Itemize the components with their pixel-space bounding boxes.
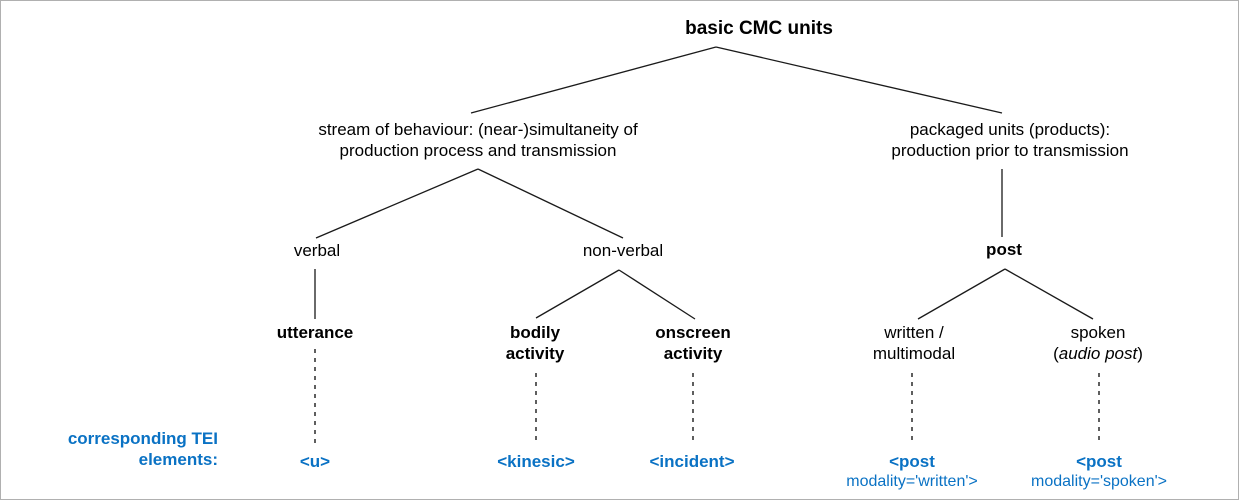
node-bodily-activity-line2: activity (505, 343, 565, 363)
node-spoken-paren-open: ( (1053, 343, 1059, 363)
node-spoken-line2: (audio post) (1053, 344, 1143, 365)
tei-element-kinesic-label: <kinesic> (497, 452, 575, 471)
tei-element-u: <u> (300, 452, 330, 472)
edge-post-to-spoken (1004, 268, 1094, 320)
tei-element-post-written-tag: <post (889, 452, 935, 471)
node-basic-cmc-units-label: basic CMC units (685, 18, 833, 39)
edge-nonverbal-to-bodily (535, 269, 620, 319)
node-verbal: verbal (294, 241, 340, 262)
tei-elements-caption: corresponding TEI elements: (15, 428, 218, 471)
tei-element-post-spoken-tag: <post (1076, 452, 1122, 471)
node-stream-of-behaviour-line2: production process and transmission (339, 140, 617, 160)
node-verbal-label: verbal (293, 241, 341, 260)
node-utterance-label: utterance (276, 323, 354, 342)
tei-element-kinesic: <kinesic> (497, 452, 575, 472)
node-spoken-audio-post: spoken (audio post) (1053, 323, 1143, 364)
edge-nonverbal-to-onscreen (618, 269, 696, 320)
node-written-multimodal: written / multimodal (873, 323, 955, 364)
node-packaged-units-line2: production prior to transmission (891, 140, 1129, 160)
edge-post-to-written (917, 268, 1006, 320)
tei-element-post-spoken-attr: modality='spoken'> (1031, 473, 1167, 491)
node-packaged-units: packaged units (products): production pr… (891, 120, 1128, 161)
tei-element-post-written: <post modality='written'> (846, 452, 978, 492)
node-onscreen-activity-line2: activity (663, 343, 723, 363)
tei-element-incident: <incident> (649, 452, 734, 472)
node-stream-of-behaviour-line1: stream of behaviour: (near-)simultaneity… (318, 120, 638, 139)
node-packaged-units-line1: packaged units (products): (909, 120, 1111, 139)
edge-stream-to-nonverbal (477, 168, 624, 239)
node-post: post (986, 240, 1022, 261)
node-stream-of-behaviour: stream of behaviour: (near-)simultaneity… (318, 120, 637, 161)
node-post-label: post (986, 240, 1022, 259)
tei-element-incident-label: <incident> (649, 452, 735, 471)
node-written-multimodal-line1: written / (884, 323, 944, 342)
tei-element-post-written-attr: modality='written'> (846, 473, 978, 491)
tei-element-u-label: <u> (299, 452, 331, 471)
node-spoken-paren-close: ) (1137, 343, 1143, 363)
edge-root-to-stream (470, 46, 717, 114)
node-bodily-activity-line1: bodily (509, 323, 561, 342)
node-onscreen-activity: onscreen activity (655, 323, 731, 364)
tei-caption-line1: corresponding TEI (67, 429, 218, 448)
node-non-verbal-label: non-verbal (582, 241, 664, 260)
tei-element-post-spoken: <post modality='spoken'> (1031, 452, 1167, 492)
edge-stream-to-verbal (315, 168, 479, 239)
node-written-multimodal-line2: multimodal (872, 343, 956, 363)
node-utterance: utterance (277, 323, 354, 344)
node-onscreen-activity-line1: onscreen (655, 323, 731, 342)
tei-caption-line2: elements: (138, 450, 218, 470)
node-spoken-audio-post-italic: audio post (1058, 343, 1138, 363)
node-basic-cmc-units: basic CMC units (685, 17, 833, 40)
node-spoken-line1: spoken (1070, 323, 1126, 342)
node-bodily-activity: bodily activity (506, 323, 565, 364)
edge-root-to-packaged (715, 46, 1003, 114)
node-non-verbal: non-verbal (583, 241, 663, 262)
